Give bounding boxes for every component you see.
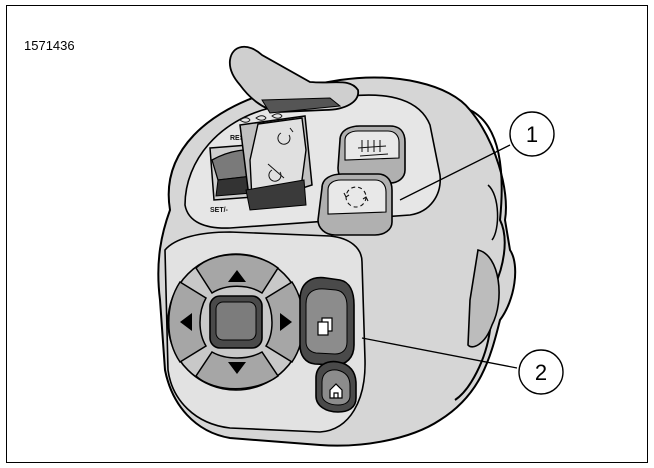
grip-clamp [467, 249, 500, 348]
screen-icon [317, 317, 333, 336]
home-icon [329, 383, 343, 399]
rotate-icon [343, 186, 369, 208]
headlamp-icons [239, 113, 283, 123]
heated-grip-button-top [344, 130, 400, 161]
figure-frame [6, 5, 648, 463]
trigger-lever-shadow [261, 97, 342, 114]
cruise-switch-base [245, 179, 307, 211]
resume-label: RES/+ [230, 135, 250, 142]
callout-1-circle [509, 111, 555, 157]
heated-grip-icon [357, 140, 389, 157]
cruise-icon [277, 127, 294, 145]
callout-2-circle [518, 349, 564, 395]
mode-button-top [327, 179, 387, 215]
callout-1-leader [399, 144, 511, 201]
figure-id: 1571436 [24, 38, 75, 53]
grip-notch [487, 184, 499, 241]
d-pad [167, 253, 305, 391]
callout-1-number: 1 [526, 122, 538, 147]
callout-2-leader [361, 337, 518, 369]
arrow-right-icon [280, 313, 292, 331]
cruise-off-icon [267, 163, 285, 182]
arrow-down-icon [228, 362, 246, 374]
housing-right-edge [454, 109, 506, 401]
callout-2-number: 2 [535, 360, 547, 385]
arrow-left-icon [180, 313, 192, 331]
arrow-up-icon [228, 270, 246, 282]
set-label: SET/- [210, 207, 229, 214]
trigger-lever[interactable] [228, 46, 359, 113]
